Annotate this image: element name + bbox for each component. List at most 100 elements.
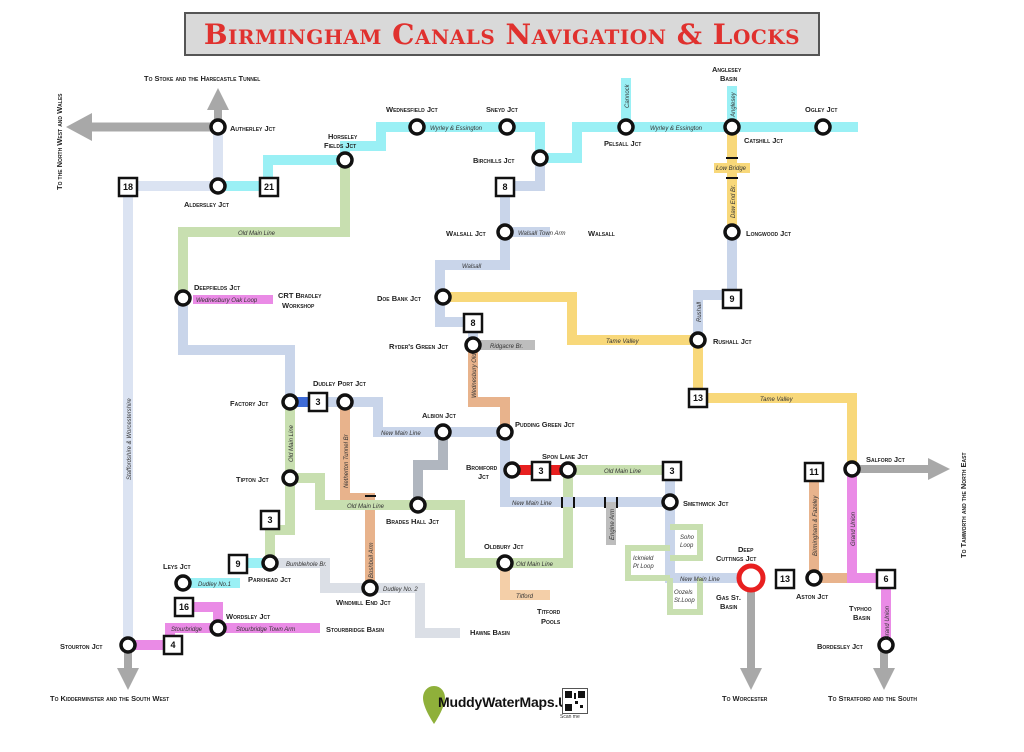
svg-text:Catshill Jct: Catshill Jct [744,136,783,145]
svg-text:Basin: Basin [720,602,738,611]
svg-text:Old Main Line: Old Main Line [604,469,642,475]
line-staffs-worcs [123,127,223,645]
jct-spon-lane [559,461,577,479]
lock-9-rushall: 9 [729,294,734,304]
svg-text:Factory Jct: Factory Jct [230,399,268,408]
svg-text:Aston Jct: Aston Jct [796,592,828,601]
svg-text:Hawne Basin: Hawne Basin [470,628,510,637]
bridge-marks [365,157,738,508]
line-oozels [667,578,703,615]
jct-parkhead [261,554,279,572]
title-banner: Birmingham Canals Navigation & Locks [184,12,820,56]
svg-text:Engine Arm: Engine Arm [610,509,616,540]
lock-4: 4 [170,640,175,650]
svg-text:Fields Jct: Fields Jct [324,141,356,150]
jct-aston [805,569,823,587]
svg-text:Oldbury Jct: Oldbury Jct [484,542,523,551]
svg-text:Ridgacre Br.: Ridgacre Br. [490,344,523,350]
svg-text:To the North West and Wales: To the North West and Wales [55,93,64,190]
svg-text:Loop: Loop [680,543,694,549]
svg-text:Workshop: Workshop [282,301,315,310]
svg-text:Jct: Jct [478,472,489,481]
lock-6: 6 [883,574,888,584]
svg-text:Ryder's Green Jct: Ryder's Green Jct [389,342,448,351]
jct-leys [174,574,192,592]
svg-text:To Stoke and the Harecastle Tu: To Stoke and the Harecastle Tunnel [144,74,260,83]
jct-smethwick [661,493,679,511]
line-smethwick-to-gas [665,470,751,583]
svg-text:Old Main Line: Old Main Line [289,424,295,462]
svg-text:Longwood Jct: Longwood Jct [746,229,791,238]
svg-text:Aldersley Jct: Aldersley Jct [184,200,229,209]
svg-text:St.Loop: St.Loop [674,598,695,604]
svg-text:Rushall Jct: Rushall Jct [713,337,752,346]
qr-code-icon[interactable] [562,688,588,714]
svg-text:Horseley: Horseley [328,132,358,141]
svg-text:Pools: Pools [541,617,561,626]
line-netherton [340,402,375,588]
svg-text:Oozels: Oozels [674,590,693,596]
jct-dudley-port [336,393,354,411]
svg-text:Birmingham & Fazeley: Birmingham & Fazeley [813,495,819,556]
svg-text:Albion Jct: Albion Jct [422,411,456,420]
jct-ogley [814,118,832,136]
line-walsall [435,158,545,345]
line-old-main-top [178,160,350,298]
svg-text:Walsall Jct: Walsall Jct [446,229,486,238]
svg-text:Cuttings Jct: Cuttings Jct [716,554,756,563]
jct-factory [281,393,299,411]
svg-text:Windmill End Jct: Windmill End Jct [336,598,391,607]
svg-text:Staffordshire & Worcestershire: Staffordshire & Worcestershire [127,398,133,480]
svg-text:Old Main Line: Old Main Line [347,504,385,510]
svg-text:Cannock: Cannock [625,83,631,108]
line-soho-loop [670,524,703,561]
jct-brades-hall [409,496,427,514]
svg-text:Stourbridge Town Arm: Stourbridge Town Arm [236,627,295,633]
svg-text:Stourbridge Basin: Stourbridge Basin [326,625,384,634]
line-birm-fazeley [809,473,852,583]
svg-text:Soho: Soho [680,535,695,541]
svg-text:Stourbridge: Stourbridge [171,627,203,633]
svg-text:Grand Union: Grand Union [851,511,857,546]
jct-horseley-fields [336,151,354,169]
lock-8-ryders: 8 [470,318,475,328]
line-old-main-brades [290,470,573,568]
lock-3-spon: 3 [538,466,543,476]
jct-oldbury [496,554,514,572]
jct-windmill-end [361,579,379,597]
jct-tipton [281,469,299,487]
svg-text:Old Main Line: Old Main Line [238,231,276,237]
svg-text:Ogley Jct: Ogley Jct [805,105,837,114]
svg-text:To Stratford and the South: To Stratford and the South [828,694,917,703]
jct-ryders-green [464,336,482,354]
lock-3-smethwick: 3 [669,466,674,476]
jct-wordsley [209,619,227,637]
page-title: Birmingham Canals Navigation & Locks [203,17,801,51]
line-grand-union [847,469,891,645]
jct-bromford [503,461,521,479]
line-labels: Wyrley & Essington Wyrley & Essington Ca… [127,83,891,640]
jct-pudding-green [496,423,514,441]
junctions [119,118,895,654]
svg-text:Titford: Titford [516,594,534,600]
svg-text:Tame Valley: Tame Valley [760,397,794,403]
svg-text:Wyrley & Essington: Wyrley & Essington [430,126,483,132]
svg-text:To Kidderminster and the South: To Kidderminster and the South West [50,694,169,703]
svg-text:Tipton Jct: Tipton Jct [236,475,269,484]
line-albion-brades [413,432,448,505]
svg-text:Pelsall Jct: Pelsall Jct [604,139,641,148]
lock-13-tame: 13 [693,393,703,403]
svg-text:New Main Line: New Main Line [680,577,720,583]
lock-16: 16 [179,602,189,612]
svg-text:Anglesey: Anglesey [712,65,742,74]
brand-logo[interactable]: MuddyWaterMaps.UK Scan me [422,684,618,738]
jct-stourton [119,636,137,654]
svg-text:Boshboil Arm: Boshboil Arm [369,543,375,578]
lock-3-tipton: 3 [267,515,272,525]
lock-11: 11 [809,467,819,477]
lock-8-walsall: 8 [502,182,507,192]
svg-text:Bromford: Bromford [466,463,498,472]
lock-9-parkhead: 9 [235,559,240,569]
